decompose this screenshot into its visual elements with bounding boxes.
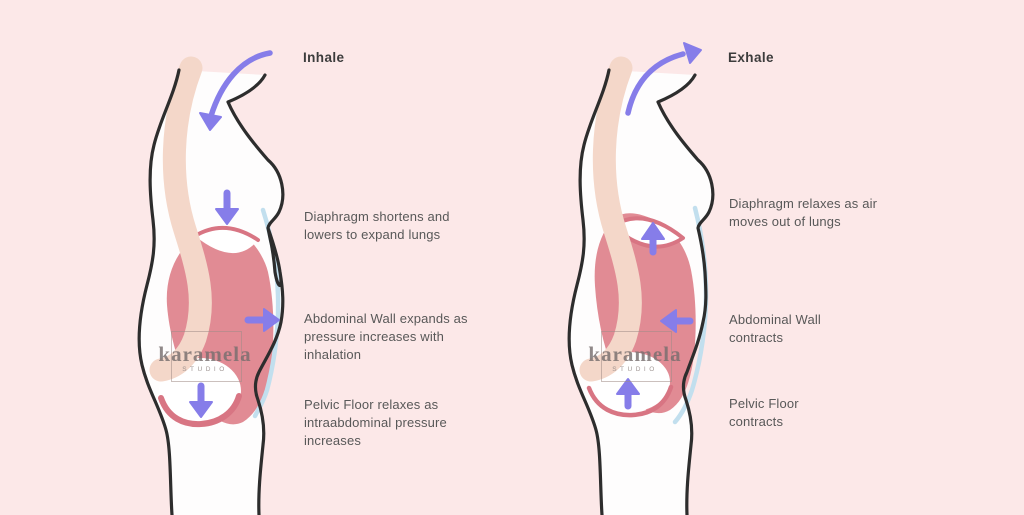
watermark-frame bbox=[601, 331, 672, 382]
diaphragm-line bbox=[193, 225, 260, 242]
exhale-body-figure bbox=[567, 42, 715, 515]
spine-stripe bbox=[149, 56, 212, 382]
annotation-exhale-pelvic-floor: Pelvic Floor contracts bbox=[729, 396, 799, 429]
watermark-subtitle: STUDIO bbox=[612, 366, 658, 373]
diaphragm-arrow-down-icon bbox=[215, 189, 239, 225]
inhale-body-figure bbox=[137, 50, 285, 515]
pelvic-floor-line bbox=[158, 393, 242, 428]
annotation-inhale-diaphragm: Diaphragm shortens and lowers to expand … bbox=[304, 209, 450, 242]
annotation-exhale-abdominal-wall: Abdominal Wall contracts bbox=[729, 312, 821, 345]
watermark-name: karamela bbox=[588, 342, 682, 366]
diaphragm-arrow-up-icon bbox=[641, 222, 665, 256]
air-out-curved-arrow-icon bbox=[625, 42, 702, 116]
inhale-title: Inhale bbox=[303, 50, 345, 65]
watermark-subtitle: STUDIO bbox=[182, 366, 228, 373]
watermark: karamela STUDIO bbox=[155, 343, 255, 373]
body-outline-back bbox=[567, 68, 611, 515]
diaphragm-dome bbox=[195, 227, 258, 254]
pelvic-floor-arrow-down-icon bbox=[189, 382, 213, 418]
watermark-name: karamela bbox=[158, 342, 252, 366]
watermark-frame bbox=[171, 331, 242, 382]
abdominal-wall-arrow-left-icon bbox=[660, 309, 694, 333]
exhale-title: Exhale bbox=[728, 50, 774, 65]
body-outline-front bbox=[656, 73, 715, 515]
air-in-curved-arrow-icon bbox=[199, 50, 273, 131]
watermark: karamela STUDIO bbox=[585, 343, 685, 373]
pelvic-floor-line bbox=[586, 384, 674, 418]
pelvic-floor-arrow-up-icon bbox=[616, 378, 640, 410]
annotation-inhale-pelvic-floor: Pelvic Floor relaxes as intraabdominal p… bbox=[304, 397, 447, 448]
body-outline-front bbox=[226, 73, 285, 515]
spine-stripe bbox=[579, 56, 642, 382]
annotation-inhale-abdominal-wall: Abdominal Wall expands as pressure incre… bbox=[304, 311, 468, 362]
body-outline-back bbox=[137, 68, 181, 515]
abdominal-wall-arrow-right-icon bbox=[244, 308, 280, 332]
diaphragm-line bbox=[611, 216, 685, 249]
annotation-exhale-diaphragm: Diaphragm relaxes as air moves out of lu… bbox=[729, 196, 878, 229]
